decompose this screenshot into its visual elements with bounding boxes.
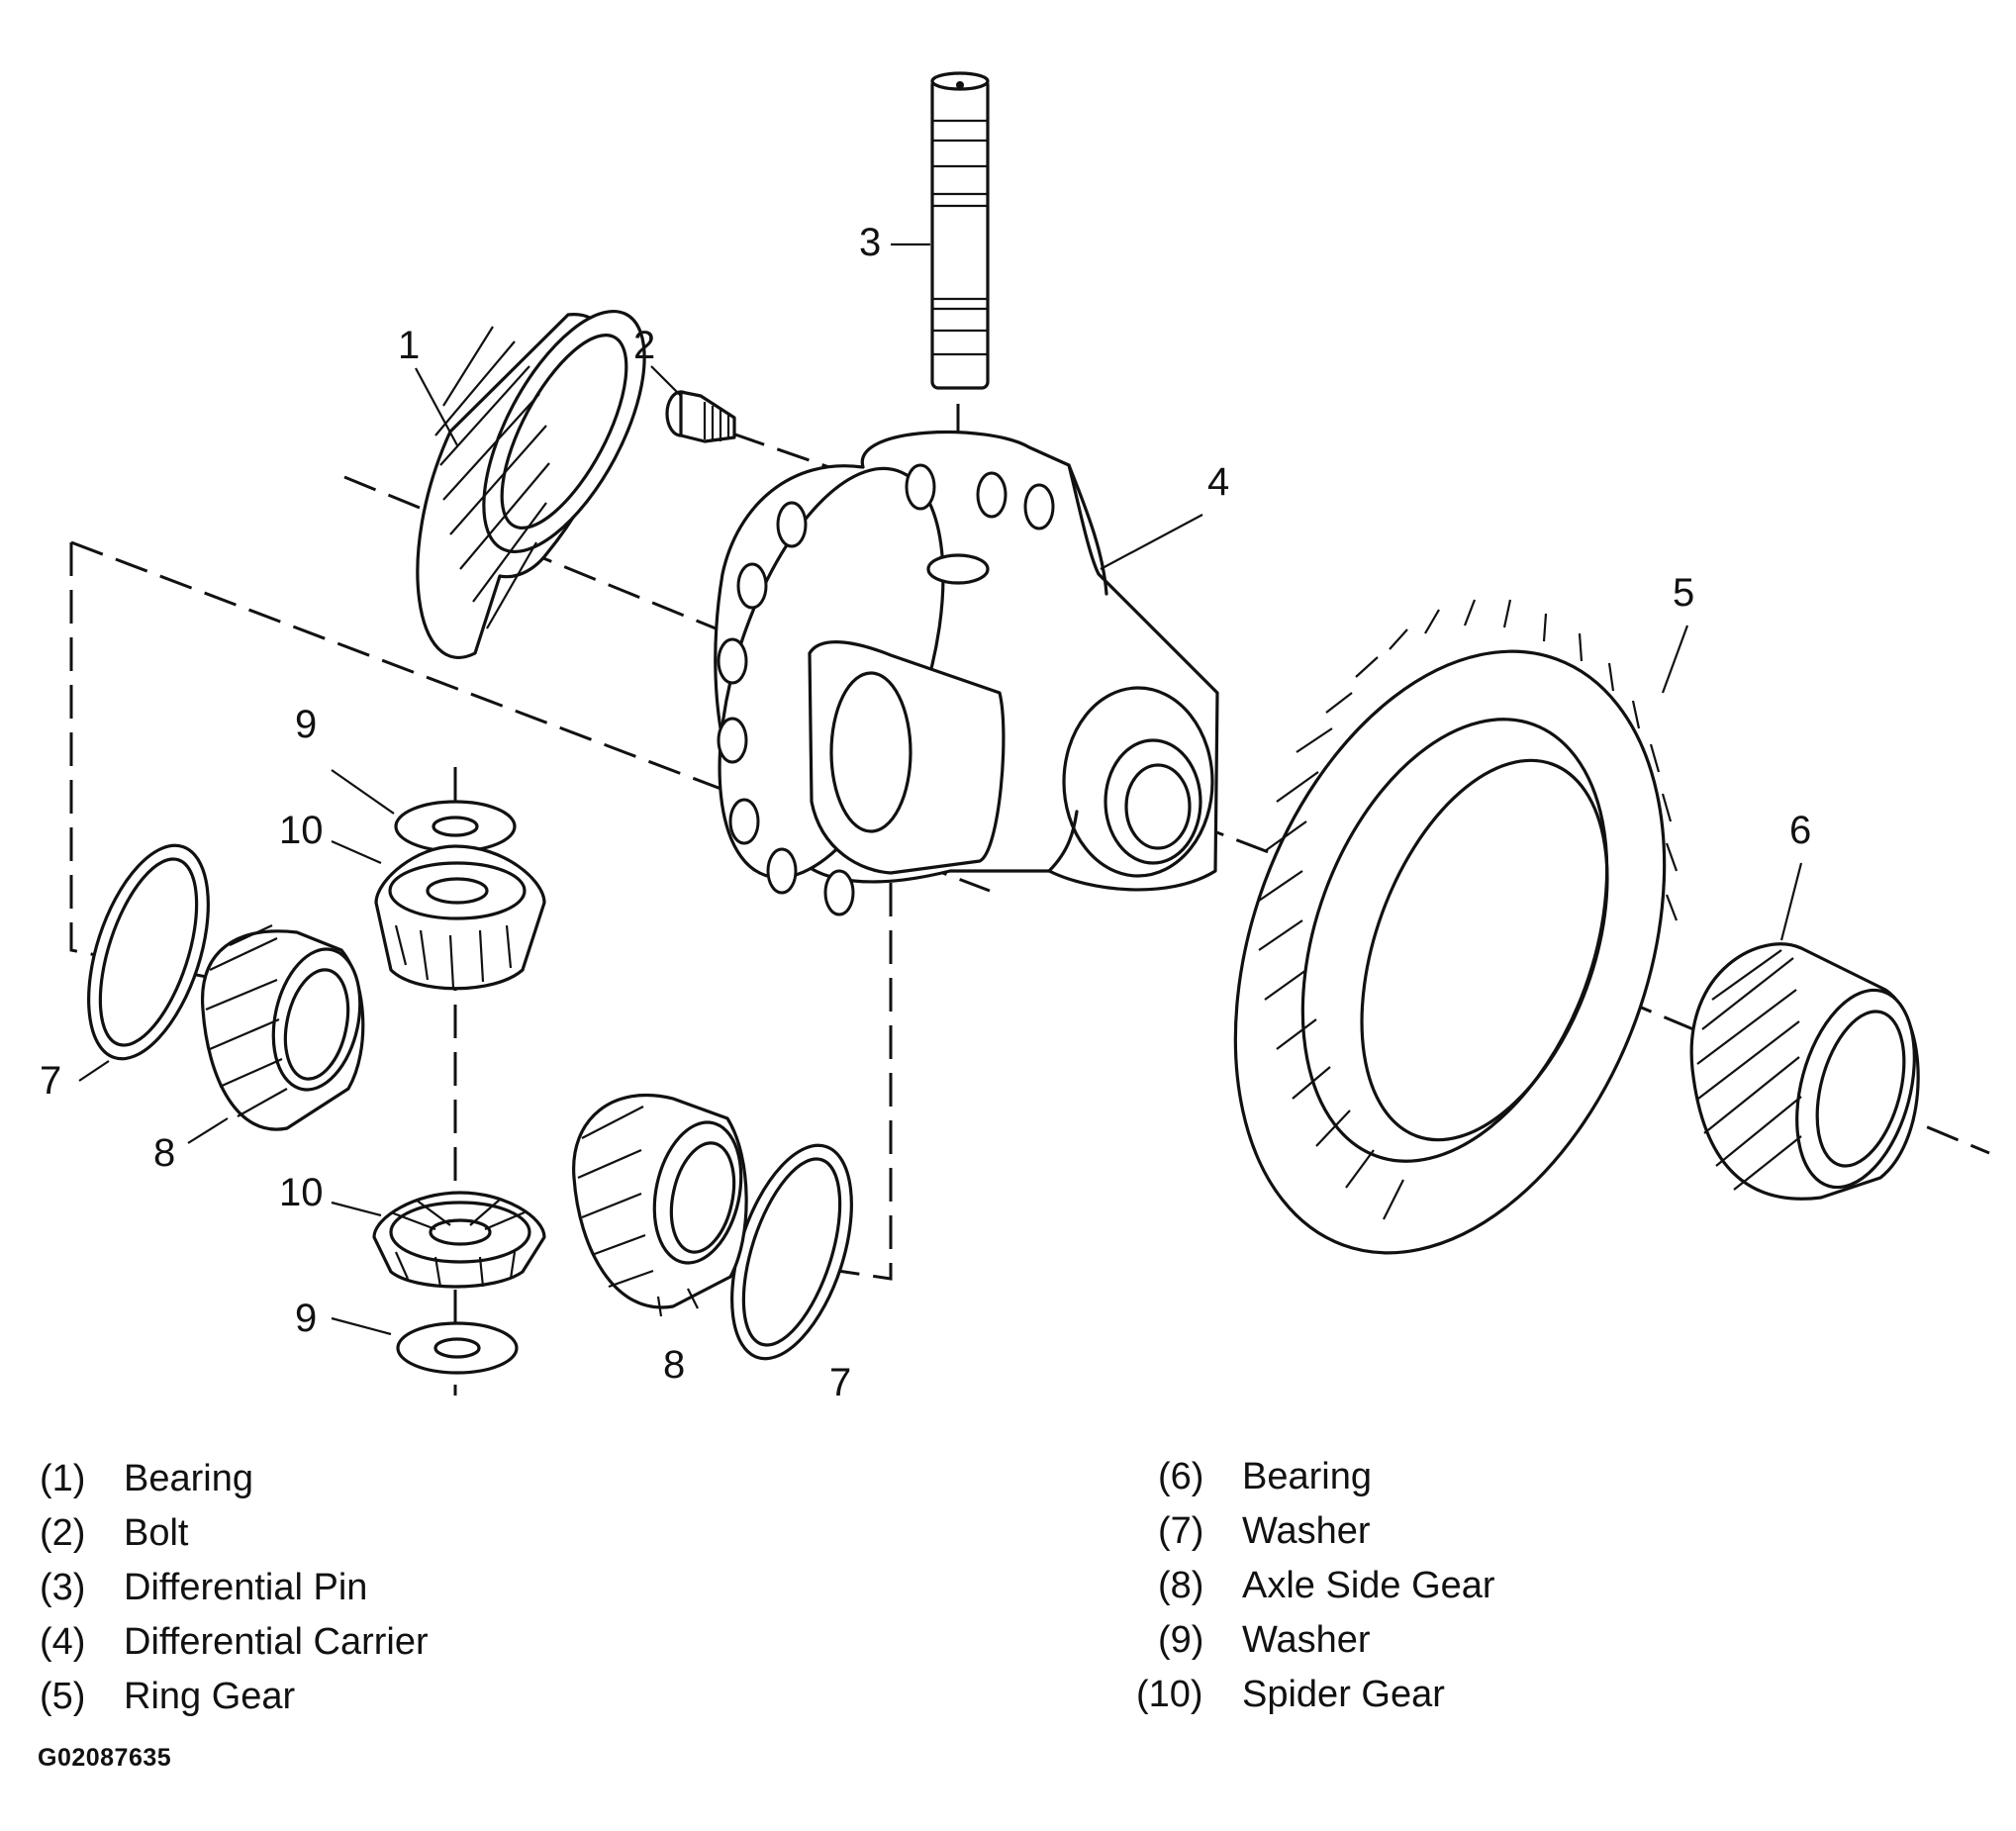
legend-number: (7) (1158, 1510, 1204, 1552)
legend-number: (8) (1158, 1565, 1204, 1606)
legend-number: (3) (40, 1567, 86, 1608)
differential-carrier (714, 431, 1219, 916)
right-washer (730, 1143, 853, 1361)
legend-label: Axle Side Gear (1242, 1565, 1495, 1606)
callout-9-upper: 9 (295, 703, 317, 746)
callout-10-upper: 10 (279, 809, 324, 852)
callout-8-right: 8 (663, 1343, 685, 1387)
left-bearing (416, 309, 646, 659)
legend-label: Differential Carrier (124, 1621, 429, 1663)
legend-item-9: (9) Washer (1158, 1618, 1371, 1662)
legend-label: Bearing (124, 1458, 253, 1499)
legend-number: (10) (1136, 1674, 1203, 1715)
callout-3: 3 (859, 221, 881, 264)
legend-item-5: (5) Ring Gear (40, 1675, 295, 1718)
legend-item-10: (10) Spider Gear (1136, 1673, 1445, 1716)
legend-number: (1) (40, 1458, 86, 1499)
legend-item-2: (2) Bolt (40, 1511, 188, 1555)
legend-item-3: (3) Differential Pin (40, 1566, 367, 1609)
legend-label: Spider Gear (1242, 1674, 1445, 1715)
legend-label: Bearing (1242, 1456, 1372, 1497)
legend-label: Ring Gear (124, 1676, 296, 1717)
lower-spider-washer (396, 1321, 519, 1375)
callout-4: 4 (1207, 460, 1229, 504)
legend-number: (5) (40, 1676, 86, 1717)
legend-item-4: (4) Differential Carrier (40, 1620, 429, 1664)
legend-item-1: (1) Bearing (40, 1457, 253, 1500)
right-axle-side-gear (572, 1093, 748, 1309)
legend-number: (6) (1158, 1456, 1204, 1497)
figure-id: G02087635 (38, 1744, 172, 1772)
callout-7-left: 7 (40, 1059, 61, 1103)
differential-pin (930, 71, 990, 390)
legend-number: (2) (40, 1512, 86, 1554)
callout-8-left: 8 (153, 1131, 175, 1175)
callout-7-right: 7 (829, 1361, 851, 1404)
callout-9-lower: 9 (295, 1297, 317, 1340)
left-axle-side-gear (201, 924, 365, 1131)
legend-item-6: (6) Bearing (1158, 1455, 1372, 1498)
callout-5: 5 (1673, 571, 1694, 615)
legend-label: Washer (1242, 1510, 1371, 1552)
upper-spider-washer (394, 800, 517, 853)
legend-item-7: (7) Washer (1158, 1509, 1371, 1553)
callout-1: 1 (398, 324, 420, 367)
bolt (665, 390, 736, 443)
callout-6: 6 (1789, 809, 1811, 852)
legend-label: Bolt (124, 1512, 189, 1554)
upper-spider-gear (374, 844, 546, 991)
callout-2: 2 (633, 324, 655, 367)
legend-number: (9) (1158, 1619, 1204, 1661)
legend-number: (4) (40, 1621, 86, 1663)
right-bearing (1689, 942, 1920, 1201)
legend-label: Differential Pin (124, 1567, 368, 1608)
left-washer (87, 843, 210, 1061)
ring-gear (1233, 599, 1679, 1255)
exploded-view-diagram: 1 2 3 4 5 6 7 7 8 8 9 9 10 10 (40, 71, 1990, 1404)
legend-item-8: (8) Axle Side Gear (1158, 1564, 1495, 1607)
legend-label: Washer (1242, 1619, 1371, 1661)
lower-spider-gear (372, 1191, 546, 1289)
callout-10-lower: 10 (279, 1171, 324, 1214)
